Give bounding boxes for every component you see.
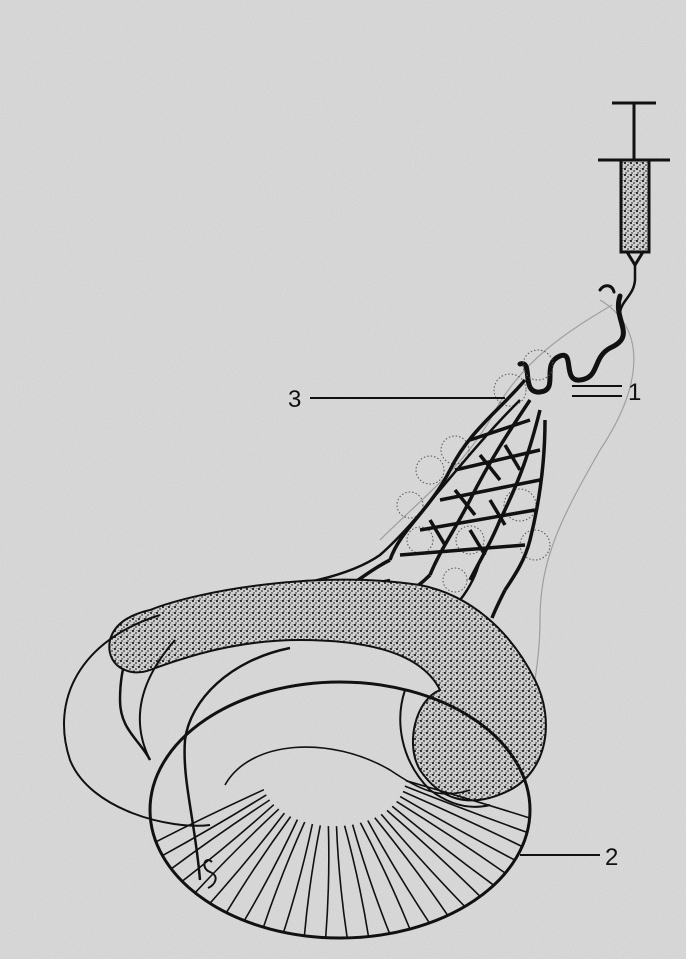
label-2: 2 xyxy=(605,844,618,871)
label-3: 3 xyxy=(288,386,301,413)
label-1: 1 xyxy=(628,379,641,406)
